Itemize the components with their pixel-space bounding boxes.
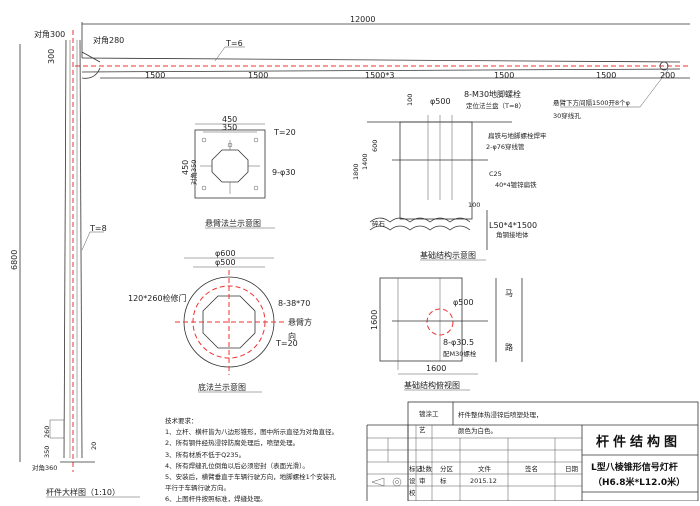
plan-bottom: 1600: [426, 364, 446, 373]
found-conduit: 2-φ76穿线管: [486, 142, 525, 151]
row-label-file: 文件: [478, 464, 492, 473]
notes-title: 技术要求：: [165, 417, 198, 425]
drawing-title: 杆件结构图: [596, 434, 681, 450]
found-dim-1800: 1800: [352, 163, 360, 180]
dim-20: 20: [90, 442, 98, 450]
found-angle: L50*4*1500: [489, 221, 537, 230]
arm-note-2: 30穿线孔: [553, 111, 581, 120]
pole-thickness: T=8: [89, 224, 107, 233]
plan-bolts: 8-φ30.5: [443, 338, 474, 347]
found-dia: φ500: [430, 97, 451, 106]
row-label-sign: 签名: [525, 464, 538, 473]
base-flange-door: 120*260检修门: [128, 293, 187, 303]
road-label-1: 马: [505, 289, 513, 298]
base-flange-inner: φ500: [215, 258, 236, 267]
note-item: 6、上图杆件按照标准，焊缝处理。: [165, 495, 267, 504]
note-item: 2、所有钢件经热浸锌防腐处理后，喷塑处理。: [165, 439, 300, 448]
found-flat-iron: 40*4镀锌扁铁: [495, 180, 537, 189]
base-flange-slots: 8-38*70: [278, 299, 310, 308]
drawing-subtitle: L型八棱锥形信号灯杆: [591, 461, 678, 473]
arm-note-1: 悬臂下方间隔1500开8个φ: [553, 98, 630, 107]
found-concrete: C25: [489, 170, 502, 178]
dim-pole-height: 6800: [10, 250, 19, 270]
arm-flange-caption: 悬臂法兰示意图: [205, 218, 261, 228]
found-dim-1400: 1400: [361, 153, 369, 170]
arm-flange-side: 450: [181, 160, 190, 175]
title-block: 镀涂工 艺 杆件整体热浸锌后喷塑处理， 颜色为白色。 标记 处数 分区 文件 签…: [366, 401, 699, 501]
dim-seg-4: 1500: [494, 71, 514, 80]
coating-text-1: 杆件整体热浸锌后喷塑处理，: [458, 410, 543, 419]
plan-dia: φ500: [453, 298, 474, 307]
side-label-review: 审: [419, 476, 426, 485]
arm-thickness: T=6: [225, 39, 243, 48]
pole-caption: 杆件大样图（1:10）: [46, 487, 120, 497]
arm-flange-holes: 9-φ30: [272, 168, 295, 177]
base-flange-direction2: 向: [288, 331, 296, 341]
found-dim-600: 600: [371, 140, 379, 152]
note-item: 平行于车辆行驶方向。: [165, 484, 230, 493]
found-gravel: 碎石: [372, 219, 386, 228]
found-dim-100b: 100: [468, 201, 480, 209]
row-label-zone: 分区: [440, 464, 454, 473]
pole-elevation: 12000 1500 1500 1500*3 1500 1500 200 T=6…: [10, 15, 690, 498]
found-bolts: 8-M30地脚螺栓: [464, 89, 521, 99]
dim-seg-1: 1500: [145, 71, 165, 80]
found-dim-100: 100: [406, 94, 414, 106]
arm-flange-view: 450 350 450 对角350 T=20 9-φ30 悬臂法兰示意图: [181, 115, 296, 229]
diag-base: 对角360: [32, 463, 57, 472]
title-date: 2015.12: [470, 477, 497, 485]
found-weld: 扁铁与地脚螺栓焊牢: [488, 131, 547, 140]
side-label-check: 校: [409, 488, 416, 497]
coating-text-2: 颜色为白色。: [458, 426, 497, 435]
coating-label-2: 艺: [419, 426, 426, 434]
dim-260: 260: [43, 426, 51, 438]
arm-flange-inner: 350: [222, 123, 237, 132]
note-item: 3、所有材质不低于Q235。: [165, 450, 246, 459]
found-section-caption: 基础结构示意图: [420, 250, 476, 260]
row-label-count: 处数: [419, 464, 433, 473]
side-label-std: 标: [440, 476, 447, 485]
side-label-design: 设: [409, 476, 416, 485]
dim-350: 350: [43, 446, 51, 458]
dim-seg-3: 1500*3: [365, 71, 394, 80]
dim-seg-5: 1500: [596, 71, 616, 80]
found-angle-note: 角钢接地体: [496, 230, 529, 239]
foundation-section-view: 100 φ500 8-M30地脚螺栓 定位法兰盘（T=8） 扁铁与地脚螺栓焊牢 …: [352, 89, 547, 261]
arm-flange-outer: 450: [222, 115, 237, 124]
coating-label: 镀涂工: [419, 409, 439, 418]
base-flange-thickness: T=20: [275, 339, 298, 348]
plan-side: 1600: [370, 310, 379, 330]
base-flange-caption: 底法兰示意图: [198, 382, 246, 392]
dim-total-length: 12000: [350, 15, 375, 24]
diag-top: 对角300: [34, 29, 65, 39]
dim-300: 300: [47, 49, 56, 64]
arm-flange-side-inner: 对角350: [189, 160, 198, 185]
row-label-date: 日期: [565, 465, 579, 473]
road-label-2: 路: [505, 342, 513, 352]
note-item: 1、立杆、横杆皆为八边形锥形，图中所示直径为对角直径。: [165, 428, 339, 437]
note-item: 4、所有焊缝孔位倒角以后必须密封（表面光滑）。: [165, 461, 309, 470]
dim-seg-6: 200: [660, 71, 675, 80]
base-flange-view: φ600 φ500 120*260检修门 8-38*70 悬臂方 向 T=20 …: [128, 249, 312, 393]
base-flange-direction: 悬臂方: [288, 317, 312, 327]
arm-flange-thickness: T=20: [273, 128, 296, 137]
foundation-plan-view: φ500 1600 1600 8-φ30.5 配M30螺栓 马 路 基础结构俯视…: [370, 277, 523, 391]
diag-arm: 对角280: [93, 35, 124, 45]
drawing-spec: （H6.8米*L12.0米）: [593, 476, 685, 488]
plan-bolts-note: 配M30螺栓: [443, 349, 477, 358]
found-plate: 定位法兰盘（T=8）: [466, 101, 525, 110]
note-item: 5、安装后，横臂垂直于车辆行驶方向，地脚螺栓1个安装孔: [165, 473, 336, 482]
technical-notes: 技术要求： 1、立杆、横杆皆为八边形锥形，图中所示直径为对角直径。 2、所有钢件…: [165, 416, 375, 506]
base-flange-outer: φ600: [215, 249, 236, 258]
row-label-mark: 标记: [409, 464, 423, 473]
plan-caption: 基础结构俯视图: [404, 380, 460, 390]
dim-seg-2: 1500: [248, 71, 268, 80]
